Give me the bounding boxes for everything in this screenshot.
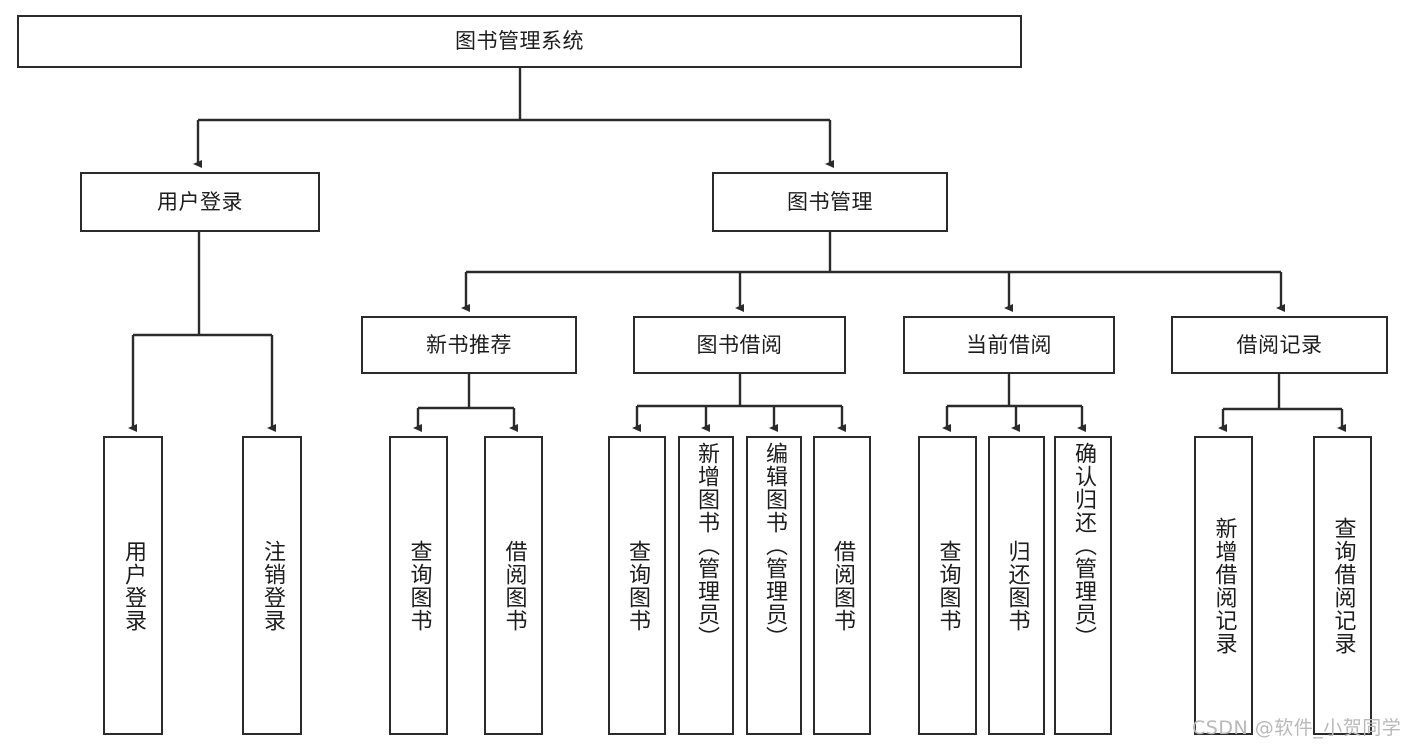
node-label: 确认归还（管理员） xyxy=(1070,442,1096,649)
leaf-new-book-query-book[interactable]: 查询图书 xyxy=(389,436,448,735)
node-label: 借阅记录 xyxy=(1236,332,1323,357)
node-label: 查询图书 xyxy=(935,539,961,632)
leaf-borrow-query-book[interactable]: 查询图书 xyxy=(608,436,666,735)
leaf-borrow-add-book-admin[interactable]: 新增图书（管理员） xyxy=(678,436,734,735)
leaf-current-confirm-return-admin[interactable]: 确认归还（管理员） xyxy=(1054,436,1112,735)
node-label: 注销登录 xyxy=(259,539,285,632)
node-label: 借阅图书 xyxy=(501,539,527,632)
node-label: 图书借阅 xyxy=(696,332,783,357)
node-label: 查询图书 xyxy=(406,539,432,632)
leaf-new-book-borrow-book[interactable]: 借阅图书 xyxy=(484,436,543,735)
node-label: 借阅图书 xyxy=(829,539,855,632)
node-borrow-record[interactable]: 借阅记录 xyxy=(1171,316,1388,374)
node-label: 归还图书 xyxy=(1004,539,1030,632)
leaf-current-query-book[interactable]: 查询图书 xyxy=(918,436,977,735)
node-label: 编辑图书（管理员） xyxy=(761,442,787,649)
node-label: 查询图书 xyxy=(624,539,650,632)
node-label: 当前借阅 xyxy=(966,332,1052,357)
node-user-login[interactable]: 用户登录 xyxy=(80,172,320,232)
node-label: 查询借阅记录 xyxy=(1330,516,1356,655)
node-current-borrowing[interactable]: 当前借阅 xyxy=(903,316,1115,374)
leaf-user-login-logout[interactable]: 注销登录 xyxy=(242,436,302,735)
node-label: 新书推荐 xyxy=(426,332,512,357)
leaf-borrow-edit-book-admin[interactable]: 编辑图书（管理员） xyxy=(746,436,802,735)
csdn-watermark: CSDN @软件_小贺同学 xyxy=(1192,717,1402,739)
node-book-borrowing[interactable]: 图书借阅 xyxy=(633,316,846,374)
node-label: 图书管理系统 xyxy=(455,29,584,54)
leaf-current-return-book[interactable]: 归还图书 xyxy=(988,436,1045,735)
leaf-user-login-login[interactable]: 用户登录 xyxy=(103,436,163,735)
node-new-book-recommendation[interactable]: 新书推荐 xyxy=(361,316,577,374)
node-root-book-management-system[interactable]: 图书管理系统 xyxy=(17,15,1022,68)
node-label: 新增图书（管理员） xyxy=(693,442,719,649)
node-label: 用户登录 xyxy=(157,189,243,214)
node-book-management[interactable]: 图书管理 xyxy=(712,172,948,232)
leaf-borrow-borrow-book[interactable]: 借阅图书 xyxy=(813,436,871,735)
leaf-record-add-borrow-record[interactable]: 新增借阅记录 xyxy=(1194,436,1253,735)
leaf-record-query-borrow-record[interactable]: 查询借阅记录 xyxy=(1313,436,1372,735)
node-label: 用户登录 xyxy=(120,539,146,632)
node-label: 新增借阅记录 xyxy=(1211,516,1237,655)
node-label: 图书管理 xyxy=(787,189,873,214)
